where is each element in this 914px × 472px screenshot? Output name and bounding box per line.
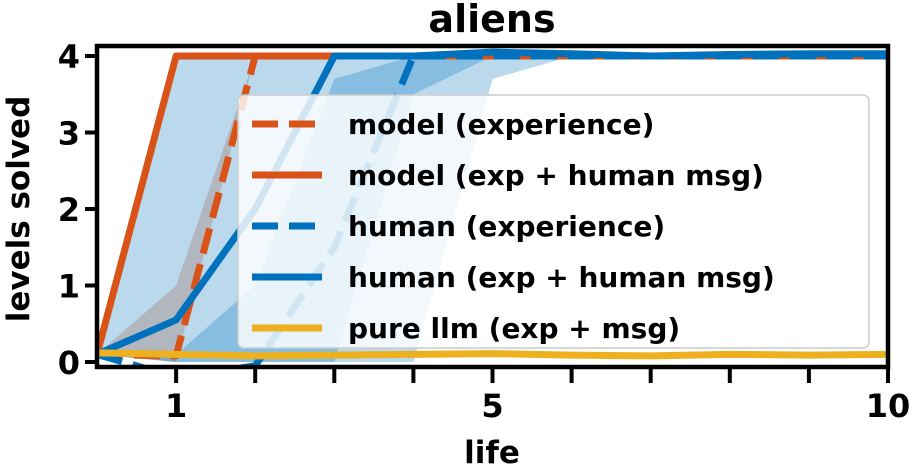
legend-label-model-experience: model (experience) [348, 108, 654, 141]
y-tick-label-3: 3 [58, 115, 80, 153]
series-line-pure-llm-exp-msg [97, 349, 888, 360]
series-line-human-exp-human-msg [97, 48, 888, 358]
legend-label-human-experience: human (experience) [348, 210, 665, 243]
band-model-experience [97, 56, 888, 362]
series-lines [97, 48, 888, 367]
x-tick-label-5: 5 [481, 387, 503, 425]
y-axis-label: levels solved [1, 96, 37, 323]
y-tick-label-2: 2 [58, 191, 80, 229]
plot-frame [94, 43, 891, 370]
legend-label-model-exp-human-msg: model (exp + human msg) [348, 159, 764, 192]
legend-label-pure-llm-exp-msg: pure llm (exp + msg) [348, 312, 680, 345]
y-tick-label-0: 0 [58, 344, 80, 382]
legend-box [237, 94, 870, 349]
x-tick-label-10: 10 [866, 387, 911, 425]
y-tick-label-1: 1 [58, 268, 80, 306]
x-axis-label: life [464, 435, 520, 471]
legend-label-human-exp-human-msg: human (exp + human msg) [348, 261, 775, 294]
chart-title: aliens [428, 0, 555, 41]
x-tick-label-1: 1 [165, 387, 187, 425]
legend: model (experience) model (exp + human msg… [237, 94, 870, 349]
y-tick-label-4: 4 [58, 38, 80, 76]
